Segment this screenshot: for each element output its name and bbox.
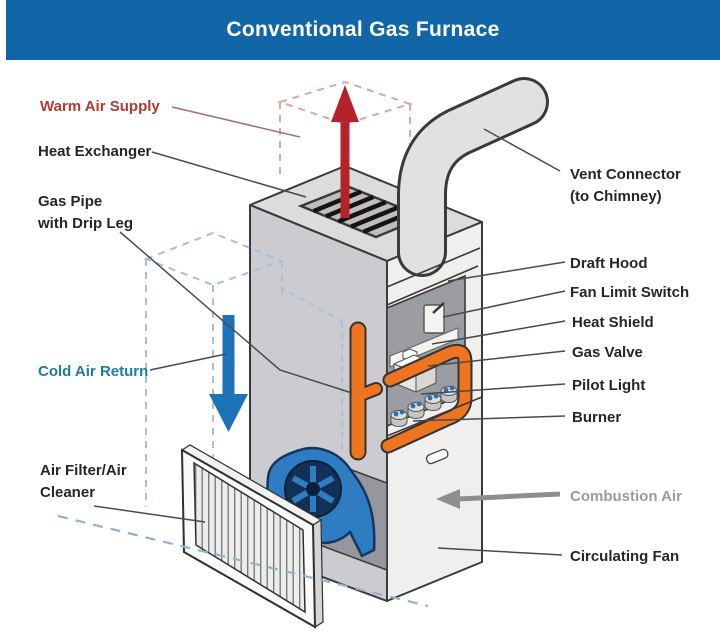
label-gas-pipe: Gas Pipe with Drip Leg (38, 193, 133, 232)
label-fan-limit-switch: Fan Limit Switch (570, 284, 690, 301)
cold-air-arrow-icon (209, 315, 248, 432)
label-air-filter: Air Filter/Air Cleaner (40, 462, 127, 501)
title-bar: Conventional Gas Furnace (6, 0, 720, 60)
lower-door (386, 396, 483, 465)
cold-air-floor-dashed (57, 514, 429, 608)
label-cold-air-return: Cold Air Return (38, 363, 149, 380)
draft-hood (386, 247, 481, 306)
gas-pipe-drip-leg (349, 321, 383, 461)
leader-burner (412, 415, 566, 422)
label-combustion-air: Combustion Air (570, 488, 682, 505)
warm-air-arrow-icon (331, 85, 359, 218)
cold-air-duct-dashed (143, 231, 344, 533)
leader-air-filter (93, 505, 206, 523)
label-pilot-light: Pilot Light (572, 377, 646, 394)
label-heat-shield: Heat Shield (572, 314, 654, 331)
leader-cold-air-return (149, 353, 227, 371)
leader-fan-limit-switch (442, 290, 566, 318)
leader-lines (93, 106, 566, 556)
vent-connector-pipe (397, 77, 549, 277)
leader-gas-pipe (119, 231, 353, 394)
leader-gas-valve (427, 350, 566, 367)
label-gas-valve: Gas Valve (572, 344, 643, 361)
leader-circulating-fan (437, 547, 563, 556)
diagram-title: Conventional Gas Furnace (226, 18, 500, 41)
leader-draft-hood (447, 261, 566, 282)
fan-limit-switch-part (423, 302, 445, 334)
air-filter-panel (180, 444, 324, 629)
label-vent-connector: Vent Connector (to Chimney) (570, 166, 681, 205)
pilot-flames (393, 385, 455, 417)
leader-pilot-light (420, 383, 566, 395)
label-draft-hood: Draft Hood (570, 255, 648, 272)
door-handle (425, 448, 449, 465)
leader-heat-exchanger (151, 151, 307, 198)
leader-vent-connector (483, 128, 561, 172)
label-circulating-fan: Circulating Fan (570, 548, 680, 565)
gas-manifold-pipe (380, 343, 473, 454)
combustion-air-arrow-icon (436, 489, 561, 509)
leader-heat-shield (431, 320, 566, 345)
leader-warm-air-supply (171, 106, 301, 138)
burners-part (390, 385, 458, 427)
label-warm-air-supply: Warm Air Supply (40, 98, 160, 115)
label-burner: Burner (572, 409, 622, 426)
label-heat-exchanger: Heat Exchanger (38, 143, 152, 160)
